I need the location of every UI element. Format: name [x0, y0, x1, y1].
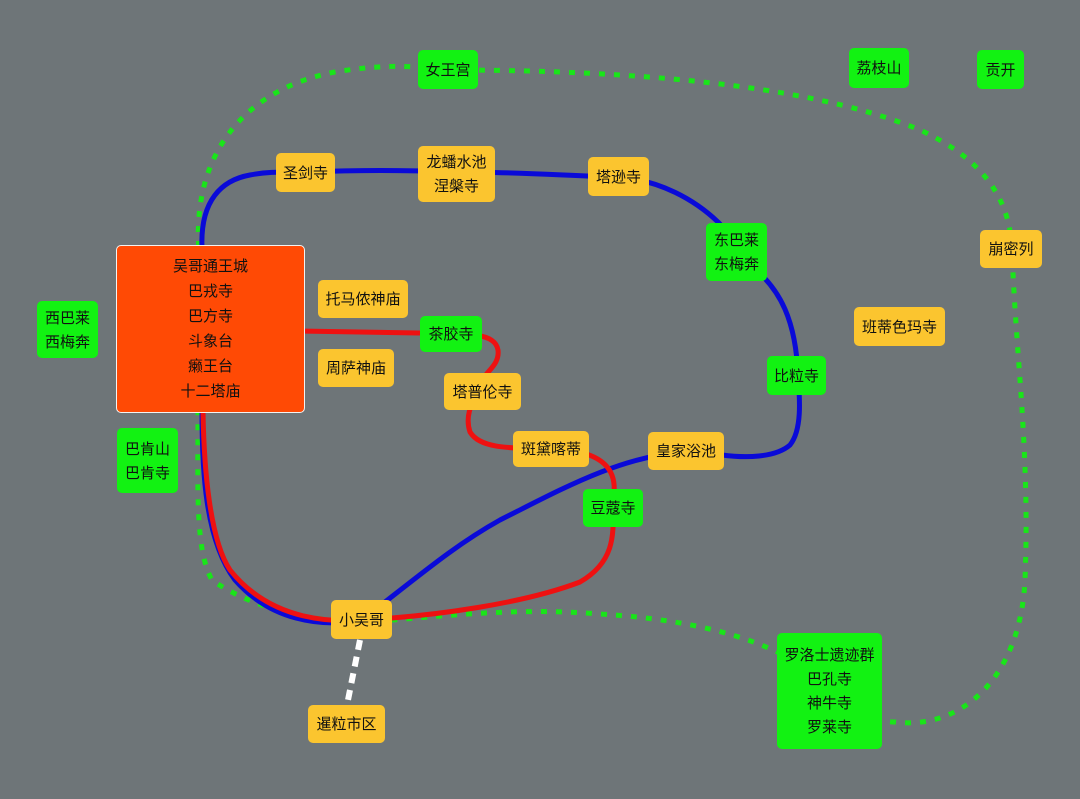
node-label: 巴孔寺 [806, 670, 852, 688]
node-label: 比粒寺 [773, 366, 819, 385]
node-bakheng: 巴肯山 巴肯寺 [117, 428, 178, 493]
node-label: 东巴莱 [713, 231, 759, 249]
node-label: 癞王台 [187, 357, 233, 375]
node-label: 班蒂色玛寺 [861, 317, 937, 336]
node-label: 豆蔻寺 [590, 499, 636, 517]
node-label: 暹粒市区 [316, 715, 377, 733]
node-label: 小吴哥 [338, 610, 384, 629]
node-label: 十二塔庙 [180, 382, 241, 400]
node-label: 巴肯山 [124, 439, 170, 458]
node-ta-keo: 茶胶寺 [420, 316, 482, 352]
node-label: 巴方寺 [187, 307, 233, 325]
node-label: 女王宫 [425, 60, 471, 79]
node-pre-rup: 比粒寺 [767, 356, 826, 395]
node-west-baray: 西巴莱 西梅奔 [37, 301, 98, 358]
node-label: 涅槃寺 [433, 177, 479, 195]
node-ta-prohm: 塔普伦寺 [444, 373, 521, 410]
node-banteay-samre: 班蒂色玛寺 [854, 307, 945, 346]
node-angkor-wat: 小吴哥 [331, 600, 392, 639]
node-label: 周萨神庙 [325, 359, 386, 377]
node-ta-som: 塔逊寺 [588, 157, 649, 196]
node-label: 托马侬神庙 [325, 290, 401, 308]
node-label: 斑黛喀蒂 [520, 440, 581, 458]
node-chau-say: 周萨神庙 [318, 349, 394, 387]
node-label: 茶胶寺 [428, 325, 474, 343]
green-route-line [195, 63, 1029, 726]
node-roluos: 罗洛士遗迹群 巴孔寺 神牛寺 罗莱寺 [777, 633, 882, 749]
node-thommanon: 托马侬神庙 [318, 280, 408, 318]
node-label: 罗莱寺 [806, 718, 852, 736]
node-label: 皇家浴池 [655, 442, 716, 460]
node-label: 荔枝山 [856, 59, 902, 77]
node-label: 吴哥通王城 [172, 257, 248, 275]
node-angkor-thom: 吴哥通王城 巴戎寺 巴方寺 斗象台 癞王台 十二塔庙 [116, 245, 305, 413]
node-prasat-kravan: 豆蔻寺 [583, 489, 643, 527]
node-label: 塔普伦寺 [452, 382, 513, 401]
node-neak-pean: 龙蟠水池 涅槃寺 [418, 146, 495, 202]
node-label: 圣剑寺 [282, 163, 328, 182]
node-label: 西巴莱 [44, 308, 90, 327]
node-label: 塔逊寺 [595, 167, 641, 186]
node-label: 巴肯寺 [124, 463, 170, 482]
node-label: 贡开 [985, 60, 1016, 79]
node-label: 西梅奔 [44, 332, 90, 351]
node-beng-mealea: 崩密列 [980, 230, 1042, 268]
node-east-baray: 东巴莱 东梅奔 [706, 223, 767, 281]
node-banteay-srei: 女王宫 [418, 50, 478, 89]
node-kulen: 荔枝山 [849, 48, 909, 88]
node-preah-khan: 圣剑寺 [276, 153, 335, 192]
node-srah-srang: 皇家浴池 [648, 432, 724, 470]
node-label: 罗洛士遗迹群 [784, 646, 875, 664]
node-label: 神牛寺 [806, 694, 852, 712]
node-label: 龙蟠水池 [426, 153, 487, 171]
node-siem-reap: 暹粒市区 [308, 705, 385, 743]
node-label: 巴戎寺 [187, 282, 233, 300]
node-label: 东梅奔 [713, 255, 759, 273]
node-label: 崩密列 [988, 240, 1034, 258]
node-banteay-kdei: 斑黛喀蒂 [513, 431, 589, 467]
node-label: 斗象台 [187, 332, 233, 350]
node-koh-ker: 贡开 [977, 50, 1024, 89]
white-route-line [344, 639, 363, 706]
